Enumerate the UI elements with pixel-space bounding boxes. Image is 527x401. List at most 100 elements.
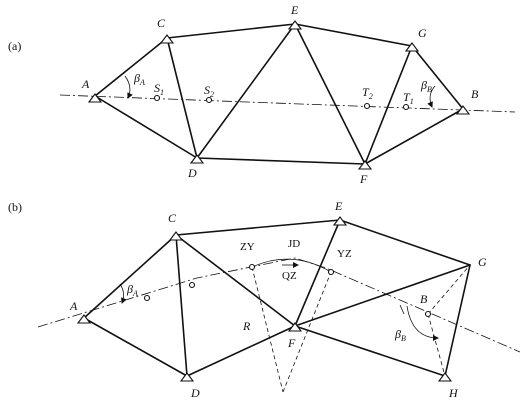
point-zy [248,263,256,271]
panel-b-construction-lines [251,264,471,393]
edge-b-e-f [294,219,341,327]
edge-c-d [166,37,198,159]
angle-arc-b-beta-b [406,305,439,341]
label-b-f: F [287,336,296,350]
edge-b-f-h [294,325,446,377]
label-b-a: A [69,299,78,313]
label-t1: T1 [403,90,414,106]
angle-arc-beta-a [124,75,133,99]
panel-b-network-edges [83,219,471,377]
radius-line-zy [251,266,284,393]
point-t1 [402,103,410,111]
label-zy: ZY [240,241,255,253]
edge-a-c [94,37,168,97]
edge-a-d [94,95,198,159]
edge-e-f [294,23,366,165]
edge-b-a-c [83,234,177,319]
station-marker-b-f [287,322,303,332]
station-marker-d [189,154,205,164]
label-e: E [290,3,299,17]
edge-b-a-d [83,317,188,377]
angle-arc-beta-b [427,85,436,108]
label-b-h: H [448,386,459,400]
station-marker-b-a [76,314,92,324]
label-c: C [157,16,166,30]
label-b-g: G [478,255,487,269]
label-qz: QZ [282,270,297,282]
angle-arc-b-beta-a [119,283,127,304]
edge-b-d-f [186,325,296,377]
station-marker-g [404,42,420,52]
edge-b-f-g [294,264,471,327]
label-beta-a: βA [133,71,145,87]
label-b-e: E [334,199,343,213]
label-beta-b: βB [420,78,432,94]
edge-f-b [364,108,464,165]
label-jd: JD [288,238,300,250]
panel-b-station-markers [76,216,453,382]
panel-a-axis-line [59,94,516,113]
point-b [424,310,432,318]
edge-g-b [411,45,464,110]
dashed-line-b-h [427,313,446,377]
dashed-line-b-g [427,264,471,315]
edge-d-f [196,157,366,165]
edge-b-c-f [175,234,296,327]
label-b-b: B [420,292,428,306]
label-s2: S2 [204,83,214,99]
station-marker-b [455,105,471,115]
panel-a-axis-points [153,94,410,111]
label-b: B [471,87,479,101]
point-route-2 [188,281,196,289]
panel-a-station-labels: A C D E F G B [81,3,479,186]
station-marker-b-h [437,372,453,382]
panel-b-label: (b) [8,200,22,214]
point-route-1 [143,294,151,302]
panel-a-network-edges [94,23,464,165]
label-b-beta-b: βB [394,327,406,343]
radius-line-yz [282,271,332,393]
label-d: D [187,166,197,180]
label-s1: S1 [154,81,164,97]
label-b-d: D [190,386,200,400]
edge-c-e [166,23,296,39]
edge-e-g [294,23,413,47]
point-t2 [363,102,371,110]
label-t2: T2 [362,85,373,101]
panel-a-point-labels: S1 S2 T2 T1 βA βB [133,71,432,106]
station-marker-b-e [332,216,348,226]
edge-f-g [364,45,413,165]
station-marker-f [357,160,373,170]
panel-a-station-markers [87,20,471,170]
point-yz [327,268,335,276]
label-a: A [81,77,90,91]
station-marker-a [87,93,103,103]
edge-b-c-d [175,234,188,377]
panel-a-label: (a) [8,39,21,53]
label-b-c: C [168,211,177,225]
label-f: F [359,172,368,186]
point-s1 [153,94,161,102]
label-b-beta-a: βA [126,282,138,298]
station-marker-c [159,34,175,44]
angle-arc-b-beta-b-tail [399,304,405,315]
horizontal-curve-arc [251,258,332,273]
panel-b-curve-labels: ZY JD QZ YZ R βA βB [126,238,406,343]
label-r: R [242,319,251,333]
panel-b-route-axis [37,257,521,353]
panel-a: (a) [8,3,516,186]
edge-d-e [196,23,296,159]
panel-b-route-points [143,263,432,318]
panel-b: (b) [8,199,521,400]
edge-b-g-h [444,264,471,377]
label-g: G [418,26,427,40]
label-yz: YZ [337,248,352,260]
edge-b-e-g [339,219,471,266]
panel-b-station-labels: A C D E F G B H [69,199,487,400]
station-marker-b-c [168,231,184,241]
station-marker-b-d [179,372,195,382]
point-s2 [205,96,213,104]
edge-b-c-e [175,219,341,236]
station-marker-e [287,20,303,30]
